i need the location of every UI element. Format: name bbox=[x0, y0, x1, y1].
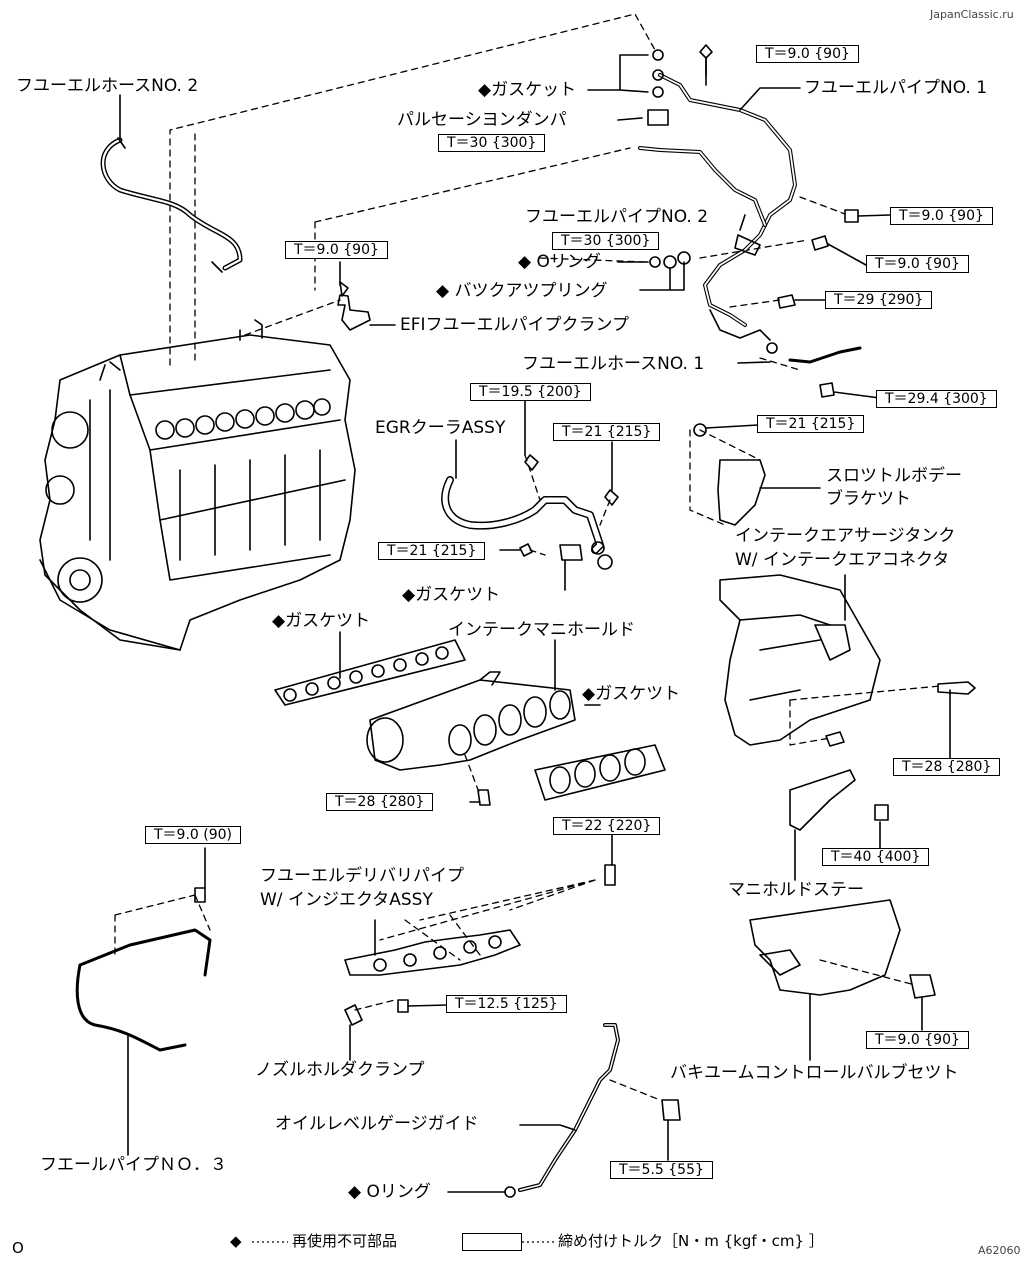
label-gasket-right: ◆ガスケツト bbox=[582, 684, 681, 704]
label-backup-ring: ◆ バツクアツプリング bbox=[436, 281, 608, 301]
torque-box: T＝9.0 {90} bbox=[890, 207, 993, 225]
label-delivery-pipe-2: W/ インジエクタASSY bbox=[260, 890, 433, 910]
label-surge-tank-1: インテークエアサージタンク bbox=[735, 526, 956, 546]
label-intake-manifold: インテークマニホールド bbox=[448, 620, 635, 640]
torque-box: T＝40 {400} bbox=[822, 848, 930, 866]
label-o-ring-top: ◆ Oリング bbox=[518, 252, 601, 272]
label-efi-clamp: EFIフユーエルパイプクランプ bbox=[400, 315, 630, 335]
torque-box: T＝5.5 {55} bbox=[610, 1161, 713, 1179]
torque-box: T＝9.0 {90} bbox=[285, 241, 388, 259]
legend-torque-text: 締め付けトルク［N・m {kgf・cm} ］ bbox=[558, 1232, 824, 1250]
legend-non-reusable-mark: ◆ bbox=[230, 1232, 242, 1250]
torque-box: T＝21 {215} bbox=[757, 415, 865, 433]
label-gasket-left: ◆ガスケツト bbox=[272, 611, 371, 631]
label-fuel-pipe-2: フユーエルパイプNO. 2 bbox=[525, 207, 709, 227]
label-delivery-pipe-1: フユーエルデリバリパイプ bbox=[260, 866, 464, 886]
engine-block-illustration bbox=[39, 319, 356, 651]
torque-box: T＝9.0 {90} bbox=[756, 45, 859, 63]
torque-box: T＝22 {220} bbox=[553, 817, 661, 835]
legend-non-reusable-text: 再使用不可部品 bbox=[292, 1232, 398, 1250]
label-gasket-egr: ◆ガスケツト bbox=[402, 585, 501, 605]
watermark: JapanClassic.ru bbox=[930, 8, 1014, 21]
label-o-ring-bottom: ◆ Oリング bbox=[348, 1182, 431, 1202]
torque-box: T＝30 {300} bbox=[552, 232, 660, 250]
label-egr-cooler: EGRクーラASSY bbox=[375, 418, 506, 438]
corner-mark: O bbox=[12, 1239, 24, 1257]
label-nozzle-clamp: ノズルホルダクランプ bbox=[255, 1060, 425, 1080]
label-surge-tank-2: W/ インテークエアコネクタ bbox=[735, 550, 950, 570]
legend-torque-box bbox=[462, 1233, 522, 1251]
label-gasket-top: ◆ガスケット bbox=[478, 80, 577, 100]
label-oil-gauge-guide: オイルレベルゲージガイド bbox=[275, 1114, 479, 1134]
torque-box: T＝9.0 {90} bbox=[866, 255, 969, 273]
torque-box: T＝30 {300} bbox=[438, 134, 546, 152]
label-manifold-stay: マニホルドステー bbox=[728, 880, 864, 900]
label-throttle-bracket-2: ブラケツト bbox=[826, 489, 911, 509]
label-fuel-pipe-3: フエールパイプＮＯ．３ bbox=[40, 1155, 227, 1175]
label-vacuum-valve: バキユームコントロールバルブセツト bbox=[670, 1063, 959, 1083]
label-fuel-hose-1: フユーエルホースNO. 1 bbox=[522, 354, 705, 374]
figure-id: A62060 bbox=[978, 1244, 1021, 1257]
torque-box: T＝21 {215} bbox=[553, 423, 661, 441]
label-fuel-pipe-1: フユーエルパイプNO. 1 bbox=[804, 78, 988, 98]
torque-box: T＝21 {215} bbox=[378, 542, 486, 560]
torque-box: T＝28 {280} bbox=[893, 758, 1001, 776]
torque-box: T＝12.5 {125} bbox=[446, 995, 567, 1013]
torque-box: T＝19.5 {200} bbox=[470, 383, 591, 401]
torque-box: T＝9.0 (90) bbox=[145, 826, 242, 844]
torque-box: T＝29 {290} bbox=[825, 291, 933, 309]
label-pulsation-damper: パルセーシヨンダンパ bbox=[397, 110, 567, 130]
torque-box: T＝9.0 {90} bbox=[866, 1031, 969, 1049]
label-throttle-bracket-1: スロツトルボデー bbox=[826, 466, 962, 486]
torque-box: T＝28 {280} bbox=[326, 793, 434, 811]
torque-box: T＝29.4 {300} bbox=[876, 390, 997, 408]
label-fuel-hose-2: フユーエルホースNO. 2 bbox=[16, 76, 199, 96]
